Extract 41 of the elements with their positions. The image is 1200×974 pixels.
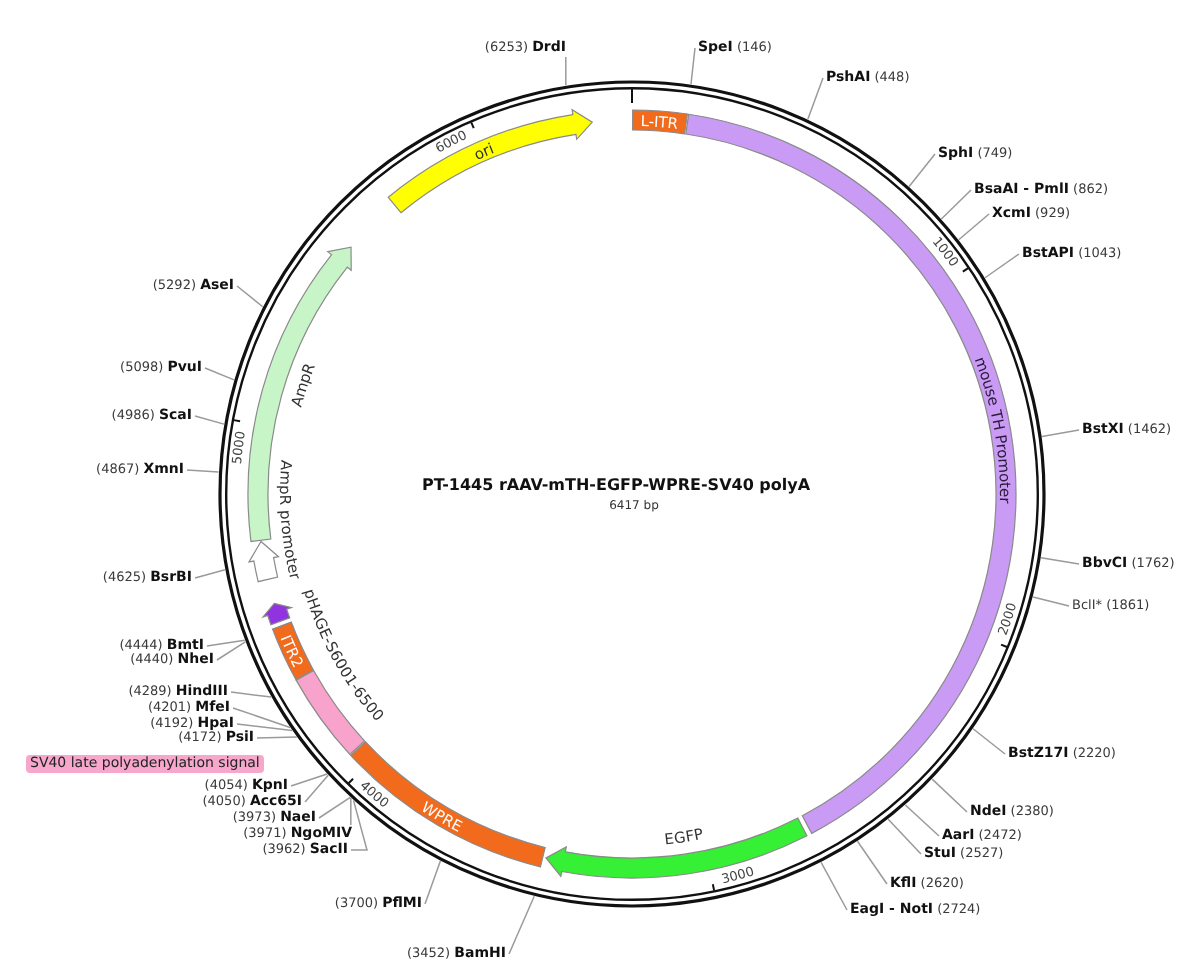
- pointed-feature-band: [248, 540, 280, 583]
- leader-line: [236, 723, 293, 732]
- leader-line: [204, 367, 235, 381]
- leader-line: [958, 213, 990, 241]
- leader-line: [904, 804, 940, 837]
- plasmid-name: PT-1445 rAAV-mTH-EGFP-WPRE-SV40 polyA: [421, 476, 811, 496]
- leader-line: [940, 189, 972, 220]
- leader-line: [194, 415, 225, 425]
- leader-line: [232, 707, 291, 729]
- feature-band: [350, 741, 546, 868]
- leader-line: [565, 56, 567, 87]
- leader-line: [230, 691, 272, 698]
- leader-line: [290, 773, 328, 787]
- leader-line: [194, 568, 226, 579]
- leader-line: [820, 861, 848, 911]
- leader-line: [304, 774, 329, 803]
- leader-line: [424, 860, 442, 905]
- leader-line: [216, 641, 246, 661]
- leader-line: [350, 797, 352, 826]
- feature-band: [632, 109, 689, 135]
- leader-line: [256, 736, 298, 739]
- pointed-feature-band: [545, 817, 808, 879]
- pointed-feature-band: [262, 602, 293, 626]
- leader-line: [236, 285, 264, 308]
- leader-line: [887, 818, 922, 855]
- leader-line: [206, 639, 246, 647]
- leader-line: [856, 840, 888, 885]
- leader-line: [186, 469, 220, 473]
- leader-line: [1032, 596, 1070, 607]
- leader-line: [1041, 429, 1080, 438]
- leader-line: [350, 799, 368, 851]
- leader-line: [908, 153, 936, 188]
- leader-line: [690, 47, 696, 85]
- leader-line: [807, 77, 824, 120]
- leader-line: [318, 796, 351, 819]
- leader-line: [984, 253, 1020, 279]
- leader-line: [931, 778, 968, 813]
- pointed-feature-band: [387, 109, 593, 214]
- leader-line: [1040, 556, 1080, 565]
- leader-line: [508, 895, 535, 955]
- leader-line: [972, 728, 1006, 755]
